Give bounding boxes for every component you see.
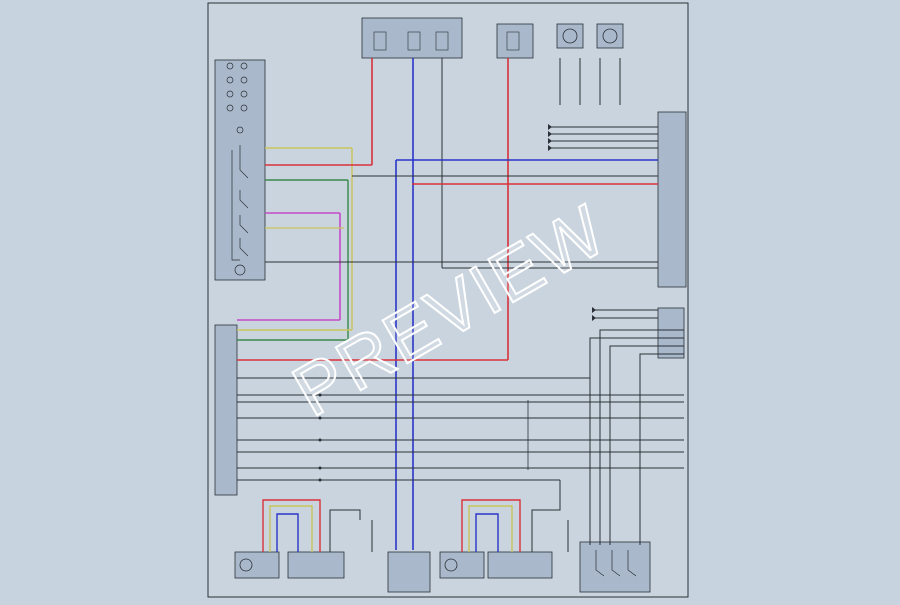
fuse-b xyxy=(407,31,421,51)
connector-arrows xyxy=(548,124,596,321)
speaker-left-icon xyxy=(562,28,578,44)
relay-box xyxy=(496,23,534,59)
switch-lamps xyxy=(226,62,248,134)
bottom-component-6-switches xyxy=(595,550,637,577)
wire-right-lower-4 xyxy=(639,353,684,545)
speaker-left xyxy=(556,23,584,49)
fuse-c xyxy=(435,31,449,51)
wire-yellow-bottom-right xyxy=(468,505,513,552)
diagram-sheet xyxy=(207,2,689,598)
bottom-component-1 xyxy=(234,551,280,579)
bottom-component-4 xyxy=(439,551,485,579)
switch-contacts xyxy=(231,145,249,276)
wire-blue-bottom-left xyxy=(276,513,299,552)
fuse-box-top xyxy=(361,17,463,59)
wire-black-bottom-left xyxy=(329,509,361,552)
wire-red-bottom-left xyxy=(262,499,321,552)
control-module-right-lower xyxy=(657,307,685,359)
wire-blue-bottom-right xyxy=(475,513,499,552)
fuse-a xyxy=(373,31,387,51)
bottom-component-6 xyxy=(579,541,651,593)
wire-yellow-bottom-left xyxy=(269,505,313,552)
wire-right-lower-2 xyxy=(589,337,684,545)
control-module-right xyxy=(657,111,687,288)
relay-fuse xyxy=(506,31,520,51)
bottom-component-5 xyxy=(487,551,553,579)
wire-right-lower-1 xyxy=(599,329,684,545)
bottom-component-3 xyxy=(387,551,431,593)
speaker-right-icon xyxy=(602,28,618,44)
motor-icon-1 xyxy=(239,558,253,572)
wire-black-bottom-right xyxy=(531,480,561,552)
motor-icon-2 xyxy=(444,558,458,572)
wire-right-lower-3 xyxy=(609,345,684,545)
speaker-right xyxy=(596,23,624,49)
bottom-component-2 xyxy=(287,551,345,579)
connector-strip-left xyxy=(214,324,238,496)
splice-dots xyxy=(318,393,322,482)
wire-red-bottom-right xyxy=(461,499,521,552)
